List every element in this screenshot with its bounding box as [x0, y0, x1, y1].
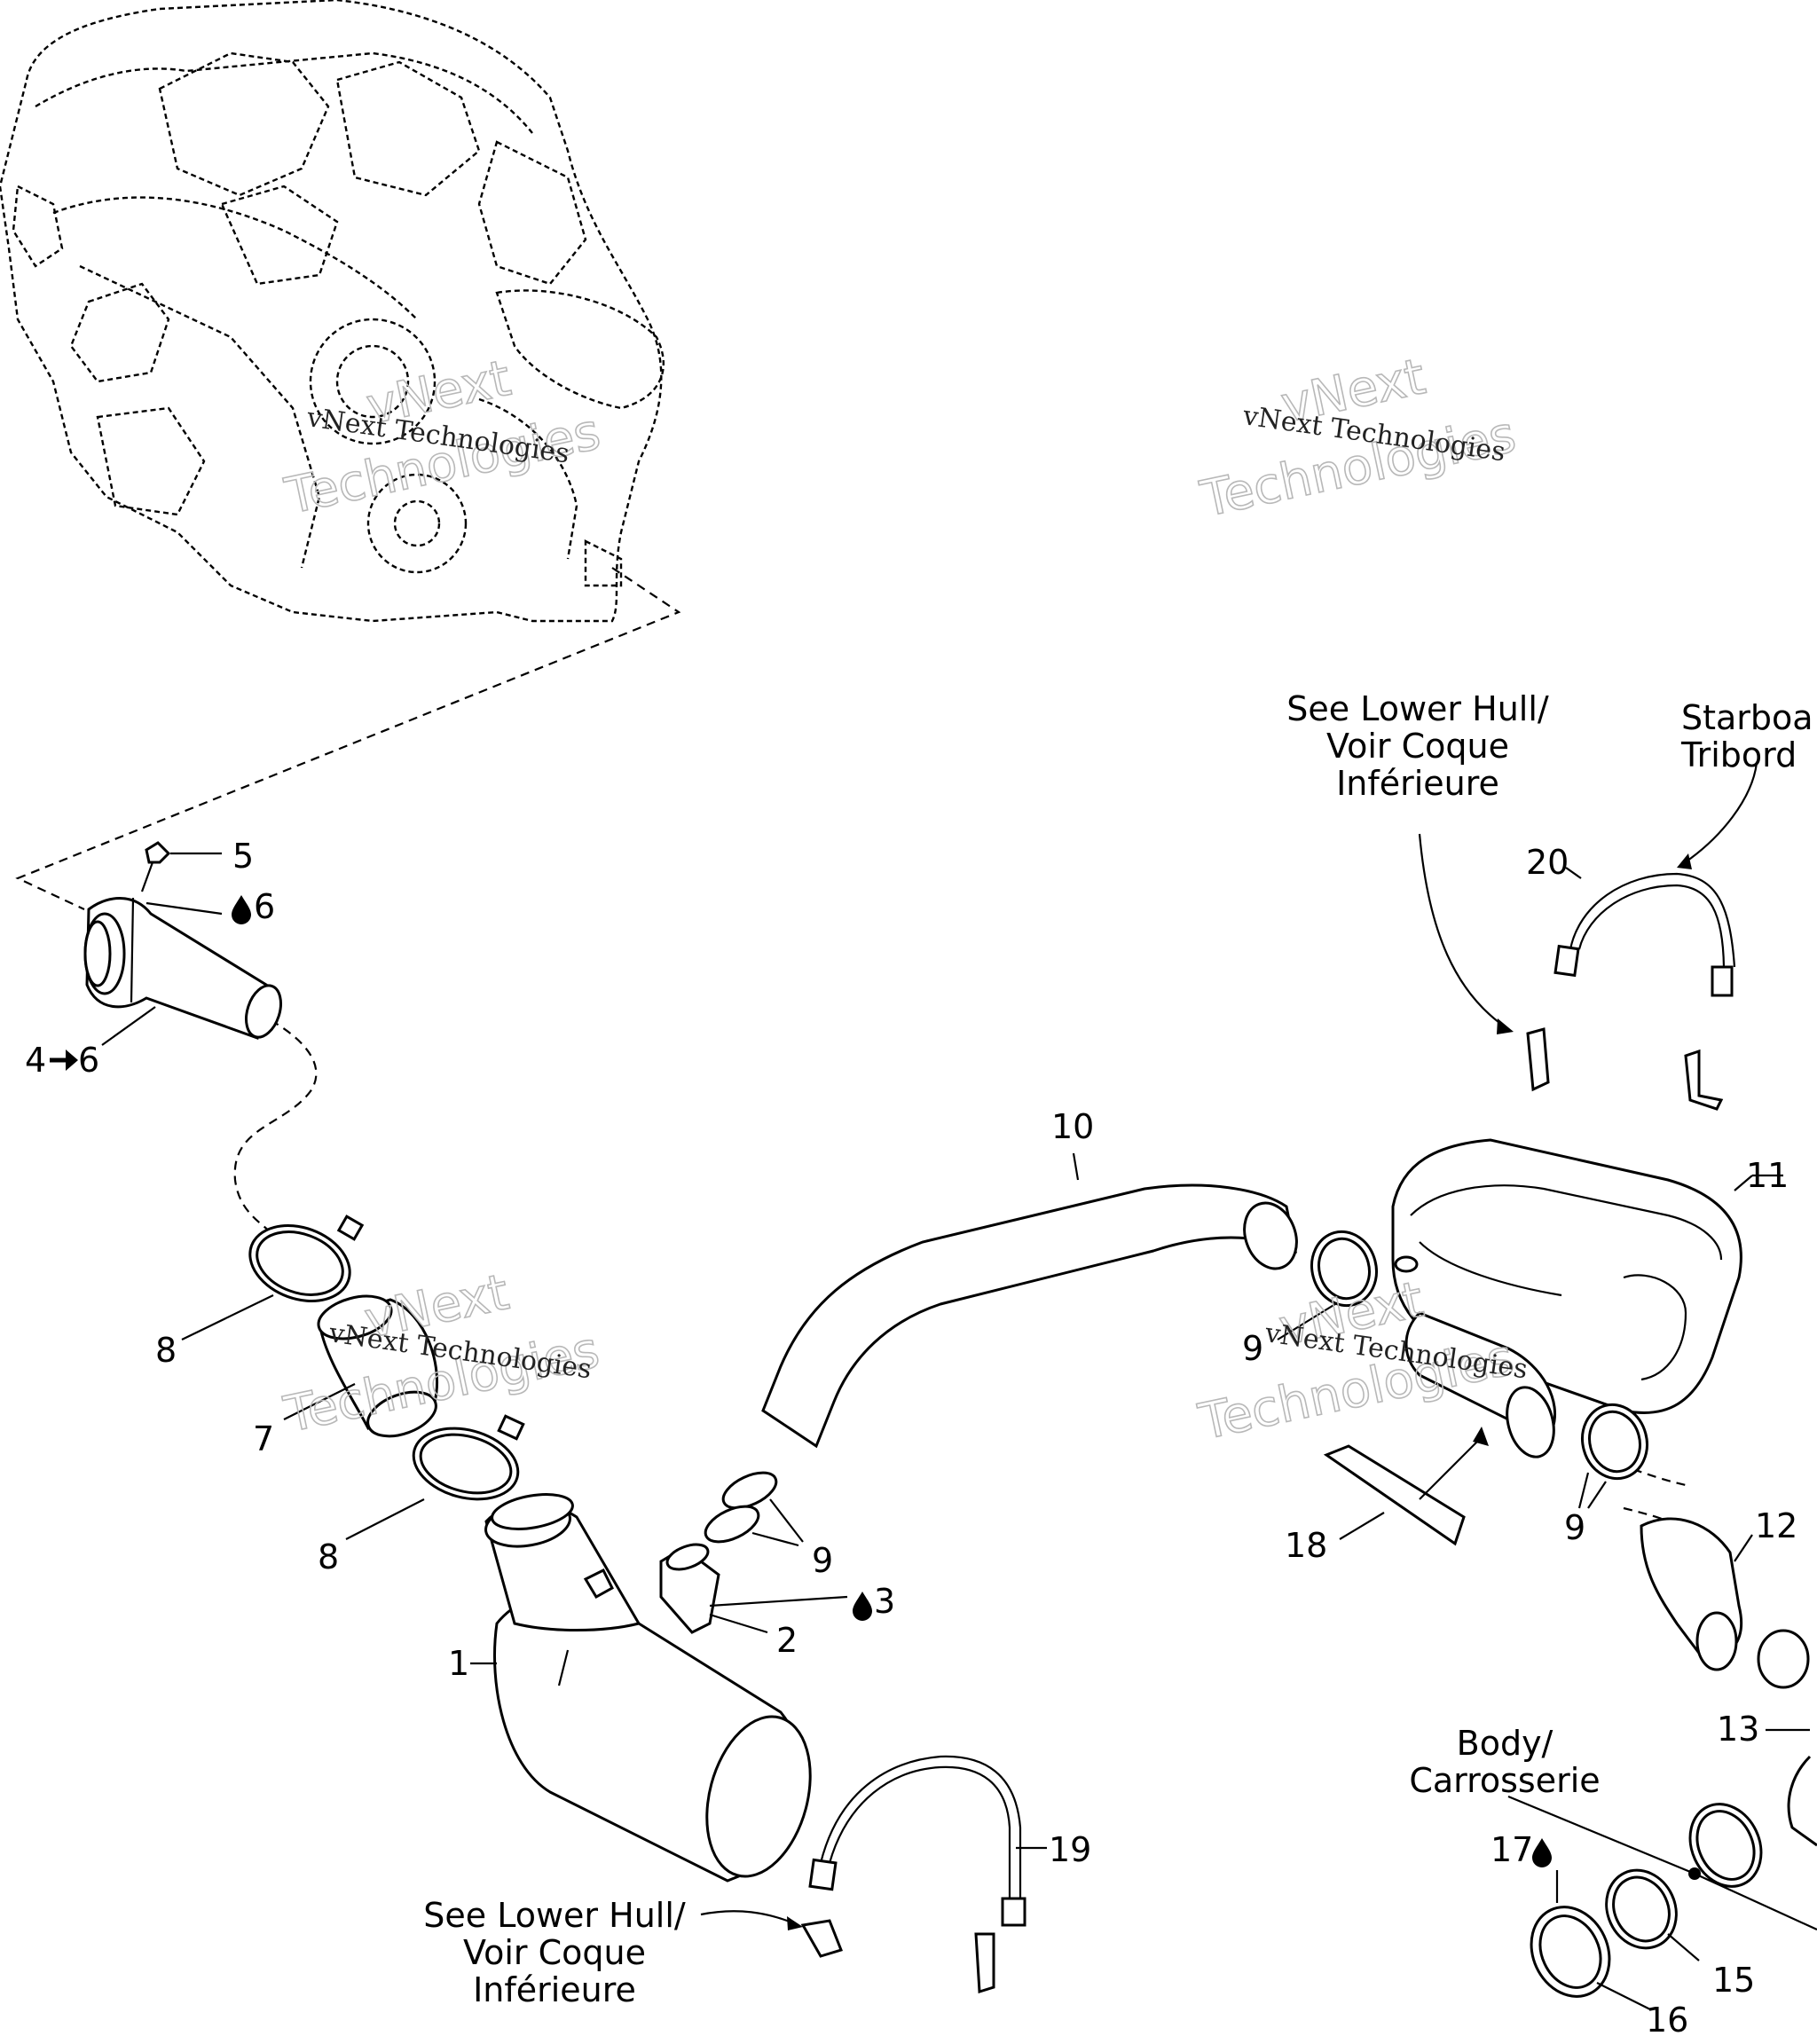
oil-drop-icon: [853, 1592, 872, 1621]
note-lower-hull-bottom: See Lower Hull/ Voir Coque Inférieure: [423, 1896, 686, 2009]
callout-9-outlet: 9: [1564, 1508, 1585, 1547]
callout-3-group: 3: [853, 1582, 895, 1621]
note-line: Voir Coque: [1326, 727, 1509, 766]
part-13-outlet: [1688, 1728, 1817, 1888]
note-line: Body/: [1457, 1724, 1553, 1763]
note-line: Voir Coque: [463, 1933, 646, 1972]
callout-15: 15: [1712, 1961, 1755, 2000]
callout-7: 7: [253, 1419, 274, 1458]
callout-9-resonator: 9: [1242, 1329, 1263, 1368]
part-7-sleeve: [283, 1294, 439, 1438]
part-5-fitting: [140, 841, 222, 892]
part-8-clamp-upper: [181, 1215, 365, 1340]
part-20-strap: [1418, 762, 1758, 1111]
callout-8-upper: 8: [155, 1331, 177, 1370]
callout-10: 10: [1051, 1107, 1094, 1146]
callout-17: 17: [1491, 1830, 1533, 1869]
arrow-right-icon: [50, 1050, 78, 1071]
callout-20: 20: [1526, 843, 1569, 882]
note-body: Body/ Carrosserie: [1409, 1724, 1600, 1800]
oil-drop-icon: [232, 895, 251, 924]
callout-6: 6: [254, 887, 275, 926]
callout-13: 13: [1717, 1710, 1759, 1749]
part-9-clamps-lower: [704, 1471, 804, 1547]
callout-4: 4: [25, 1041, 46, 1080]
callout-1: 1: [448, 1644, 469, 1683]
engine-outline: [0, 0, 665, 623]
callout-labels: 1 2 3 4 6 5 6 7 8 8 9 9 9 10 11 12 13 15…: [25, 837, 1797, 2040]
callout-4-group: 4 6: [25, 1041, 99, 1080]
callout-2: 2: [776, 1621, 798, 1660]
callout-12: 12: [1755, 1506, 1797, 1545]
callout-6-group: 6: [232, 887, 275, 926]
callout-18: 18: [1285, 1526, 1327, 1565]
part-18-strip: [1323, 1427, 1489, 1546]
callout-3: 3: [874, 1582, 895, 1621]
part-4-outlet-tube: [83, 897, 282, 1046]
callout-19: 19: [1049, 1830, 1091, 1869]
callout-5: 5: [232, 837, 254, 876]
note-starboard: Starboa Tribord: [1680, 698, 1813, 774]
callout-4-range-end: 6: [78, 1041, 99, 1080]
part-15-ring: [1605, 1868, 1700, 1961]
note-line: Tribord: [1680, 735, 1797, 774]
callout-9-lower: 9: [812, 1541, 833, 1580]
callout-16: 16: [1646, 2001, 1688, 2040]
part-10-hose: [761, 1152, 1298, 1449]
part-9-clamps-resonator: [1277, 1230, 1648, 1509]
note-line: See Lower Hull/: [1286, 689, 1549, 728]
note-line: Inférieure: [1336, 764, 1499, 803]
part-2-outlet-stub: [659, 1543, 848, 1634]
note-line: Carrosserie: [1409, 1761, 1600, 1800]
part-outlet-tube-resonator: [1404, 1311, 1557, 1458]
part-16-nut: [1530, 1870, 1651, 2010]
part-19-strap: [700, 1755, 1047, 1994]
callout-11: 11: [1746, 1156, 1789, 1195]
callout-8-lower: 8: [318, 1537, 339, 1576]
note-line: Starboa: [1681, 698, 1813, 737]
callout-17-group: 17: [1491, 1830, 1552, 1869]
note-line: Inférieure: [473, 1970, 636, 2009]
note-line: See Lower Hull/: [423, 1896, 686, 1935]
part-12-elbow: [1640, 1517, 1810, 1689]
note-lower-hull-top: See Lower Hull/ Voir Coque Inférieure: [1286, 689, 1549, 803]
part-1-muffler: [470, 1493, 812, 1883]
body-connection-line: [1507, 1795, 1817, 1931]
part-8-clamp-lower: [345, 1414, 525, 1540]
oil-drop-icon: [1532, 1838, 1552, 1867]
